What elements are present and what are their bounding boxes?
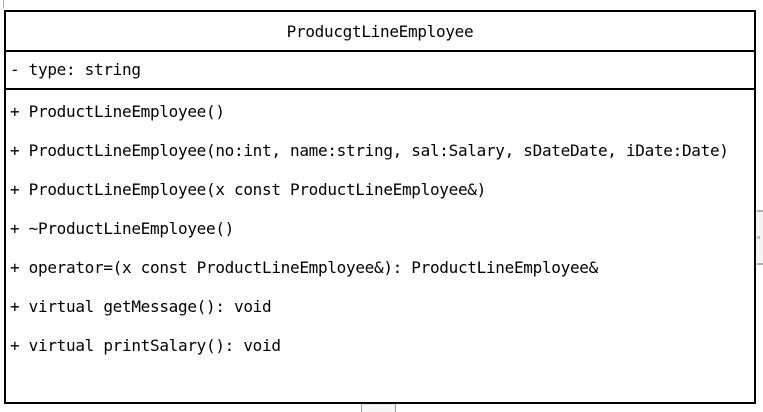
- method-row: + operator=(x const ProductLineEmployee&…: [10, 258, 598, 277]
- class-name: ProducgtLineEmployee: [286, 21, 474, 41]
- attribute-row: - type: string: [10, 60, 141, 79]
- class-name-compartment: ProducgtLineEmployee: [6, 12, 754, 52]
- method-row: + ProductLineEmployee(): [10, 102, 225, 121]
- adjacent-cell-corner-fragment: [1, 0, 4, 8]
- methods-compartment: + ProductLineEmployee() + ProductLineEmpl…: [6, 90, 754, 365]
- vertical-scrollbar-fragment[interactable]: [757, 210, 763, 265]
- method-row: + virtual printSalary(): void: [10, 336, 281, 355]
- method-row: + ProductLineEmployee(x const ProductLin…: [10, 180, 486, 199]
- method-row: + ~ProductLineEmployee(): [10, 219, 234, 238]
- uml-class-box[interactable]: ProducgtLineEmployee - type: string + Pr…: [4, 10, 756, 404]
- shape-bottom-handle[interactable]: [361, 404, 396, 412]
- attributes-compartment: - type: string: [6, 52, 754, 90]
- method-row: + virtual getMessage(): void: [10, 297, 272, 316]
- scrollbar-thumb-mark: [757, 236, 760, 239]
- method-row: + ProductLineEmployee(no:int, name:strin…: [10, 141, 729, 160]
